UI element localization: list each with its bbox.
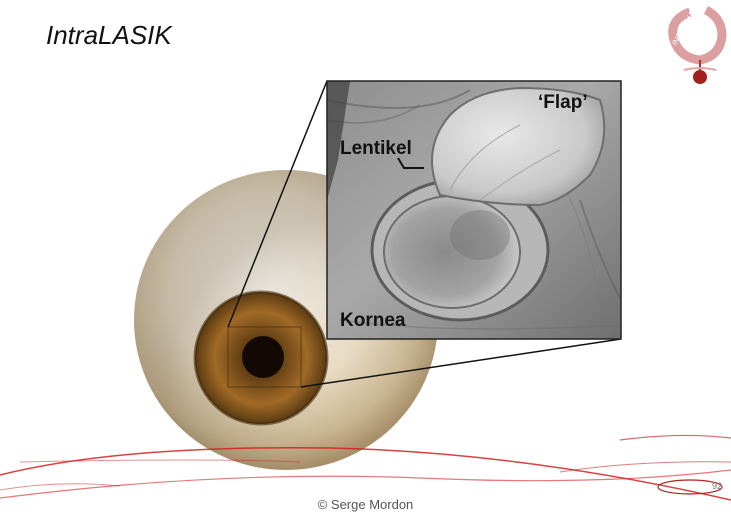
slide-title: IntraLASIK (46, 20, 172, 50)
swoosh-6 (0, 483, 121, 491)
swoosh-3 (19, 459, 301, 463)
label-kornea: Kornea (340, 310, 406, 331)
swoosh-ellipse (657, 479, 723, 495)
zoom-source-box (227, 326, 302, 388)
pupil (242, 336, 284, 378)
swoosh-5 (619, 434, 731, 441)
page-number: 92 (712, 481, 723, 491)
sem-frame (326, 80, 622, 340)
logo-ball (693, 70, 707, 84)
lentikel-marker (397, 157, 424, 169)
label-lentikel: Lentikel (340, 138, 412, 159)
zoom-line-bottom (300, 338, 622, 388)
copyright-footer: © Serge Mordon (317, 497, 414, 512)
swoosh-2 (0, 469, 731, 499)
swoosh-1 (0, 446, 731, 501)
sem-micrograph: ‘Flap’ Lentikel Kornea (327, 81, 621, 339)
flap (431, 86, 606, 207)
swoosh-4 (559, 461, 731, 473)
zoom-line-top (227, 80, 328, 328)
label-flap: ‘Flap’ (538, 92, 588, 113)
